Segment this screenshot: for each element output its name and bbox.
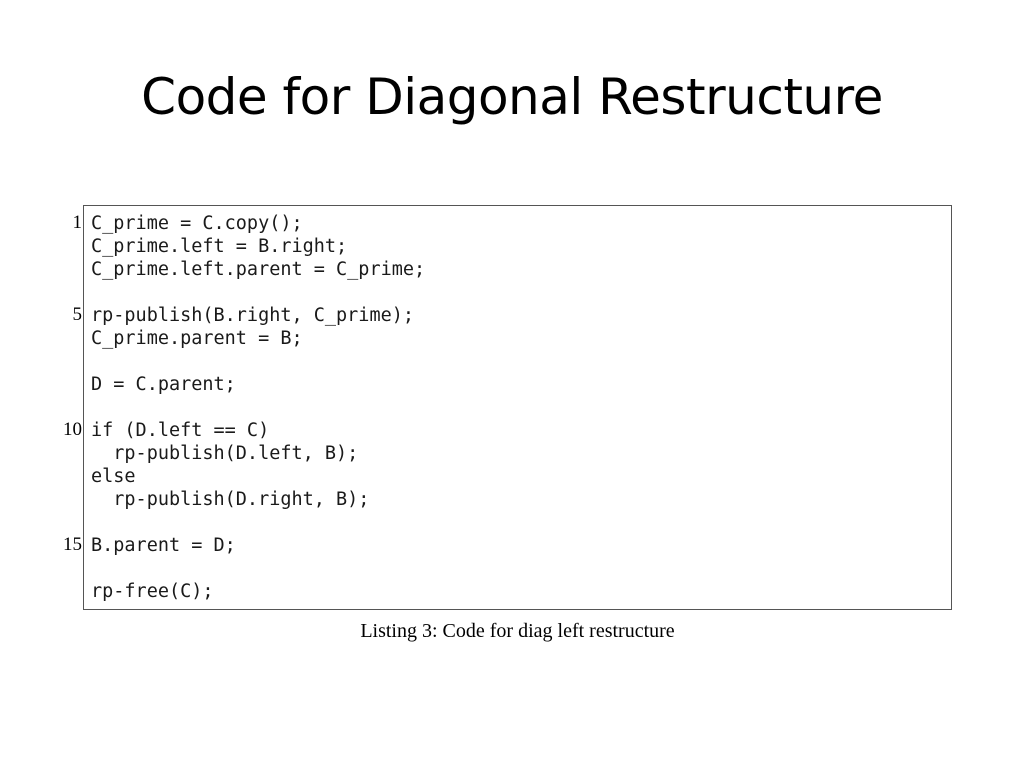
code-box: C_prime = C.copy(); C_prime.left = B.rig… (83, 205, 952, 610)
code-line: rp-publish(B.right, C_prime); (91, 305, 415, 326)
line-number: 5 (72, 304, 83, 325)
code-line: B.parent = D; (91, 535, 236, 556)
code-line: C_prime.left = B.right; (91, 236, 348, 257)
code-line: rp-publish(D.right, B); (91, 489, 370, 510)
line-number: 10 (63, 419, 82, 440)
code-line: C_prime = C.copy(); (91, 213, 303, 234)
code-line: C_prime.left.parent = C_prime; (91, 259, 426, 280)
listing-caption: Listing 3: Code for diag left restructur… (360, 620, 675, 642)
code-line: rp-free(C); (91, 581, 214, 602)
line-number: 1 (72, 212, 83, 233)
code-listing: 1 5 10 15 C_prime = C.copy(); C_prime.le… (52, 205, 972, 665)
slide-title: Code for Diagonal Restructure (141, 68, 883, 126)
code-line: rp-publish(D.left, B); (91, 443, 359, 464)
line-number: 15 (63, 534, 82, 555)
code-line: else (91, 466, 136, 487)
code-line: C_prime.parent = B; (91, 328, 303, 349)
code-line: D = C.parent; (91, 374, 236, 395)
code-line: if (D.left == C) (91, 420, 270, 441)
